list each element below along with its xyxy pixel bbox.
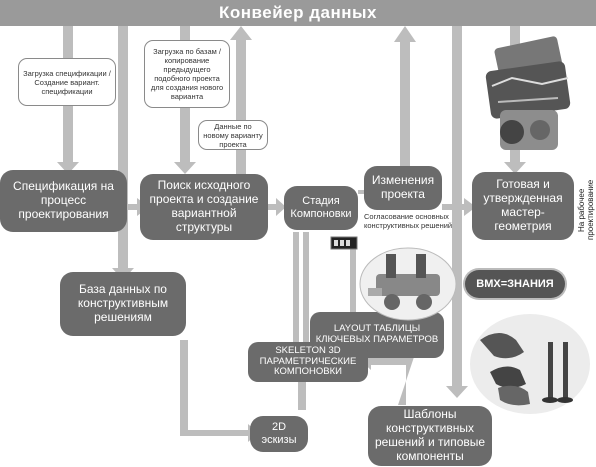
arrow-changes-master — [442, 198, 476, 216]
link-layout-table — [350, 240, 356, 312]
components-illustration — [470, 314, 590, 414]
node-master-geometry: Готовая и утвержденная мастер-геометрия — [472, 172, 574, 240]
node-2d-sketch: 2D эскизы — [250, 416, 308, 452]
arrow-down-templates — [446, 26, 468, 398]
bubble-load-spec: Загрузка спецификации / Создание вариант… — [18, 58, 116, 106]
node-search-variant: Поиск исходного проекта и создание вариа… — [140, 174, 268, 240]
node-specification: Спецификация на процесс проектирования — [0, 170, 127, 232]
note-to-working-design: На рабочее проектирование — [577, 179, 595, 241]
bubble-load-base: Загрузка по базам / копирование предыдущ… — [144, 40, 230, 108]
monitor-icon — [330, 236, 358, 250]
arrow-search-layout — [268, 198, 286, 216]
node-templates: Шаблоны конструктивных решений и типовые… — [368, 406, 492, 466]
node-changes: Изменения проекта — [364, 166, 442, 210]
conveyor-title: Конвейер данных — [219, 3, 377, 22]
node-skeleton: SKELETON 3D ПАРАМЕТРИЧЕСКИЕ КОМПОНОВКИ — [248, 342, 368, 382]
engine-block-illustration — [485, 36, 571, 150]
cylinder-head-illustration — [359, 247, 457, 321]
note-agreement: Согласование основных конструктивных реш… — [364, 212, 453, 230]
arrow-down-database — [112, 26, 134, 280]
arrow-up-changes — [394, 26, 416, 167]
link-layout-skeleton-2 — [303, 232, 309, 342]
node-layout-stage: Стадия Компоновки — [284, 186, 358, 230]
bubble-new-variant: Данные по новому варианту проекта — [198, 120, 268, 150]
node-database: База данных по конструктивным решениям — [60, 272, 186, 336]
arrow-up-search — [230, 26, 252, 175]
data-conveyor-banner: Конвейер данных — [0, 0, 596, 26]
link-layout-skeleton-1 — [293, 232, 299, 342]
arrow-db-sketch — [180, 340, 258, 442]
vmx-knowledge-badge: ВМХ=ЗНАНИЯ — [465, 270, 565, 298]
arrow-templates-skeleton — [361, 352, 414, 405]
arrow-spec-search — [127, 198, 149, 216]
